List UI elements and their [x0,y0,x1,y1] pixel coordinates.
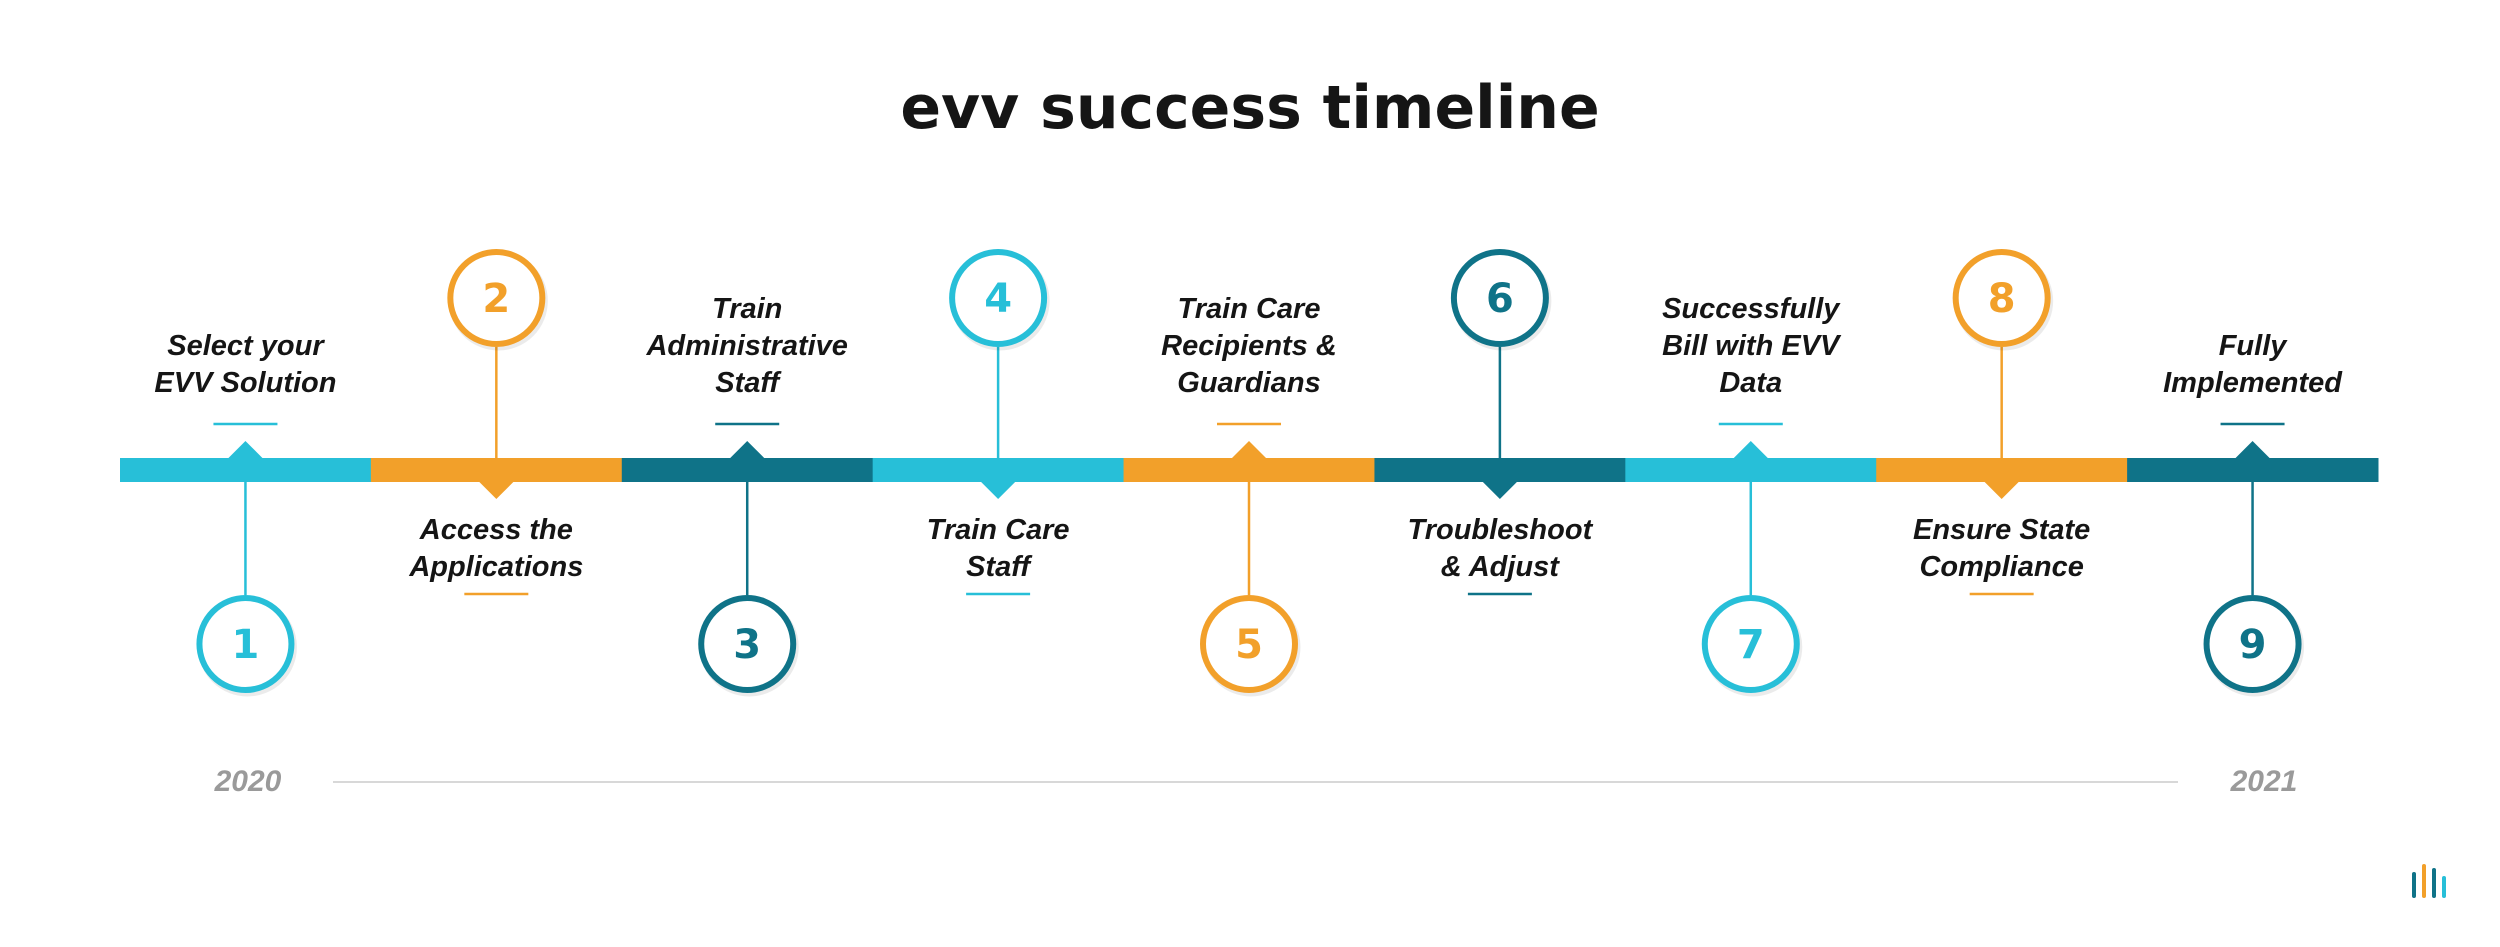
step-marker-7 [1701,595,1800,693]
timeline-segment-7 [1625,458,1877,482]
timeline-segment-9 [2127,458,2379,482]
year-start-label: 2020 [214,765,282,798]
step-label-line: Select your [167,330,324,362]
timeline-segment-8 [1876,458,2128,482]
step-label-line: Guardians [1177,367,1321,399]
timeline-pointer-4 [981,482,1016,499]
timeline-pointer-6 [1482,482,1517,499]
step-label-line: Access the [419,514,573,546]
timeline-pointer-5 [1232,441,1266,458]
step-label-line: Administrative [646,330,848,362]
step-marker-6 [1450,249,1549,347]
step-number-5: 5 [1235,622,1263,668]
step-marker-1 [196,595,295,693]
logo-bar [2442,876,2446,898]
step-number-8: 8 [1988,276,2016,322]
step-label-line: Recipients & [1161,330,1337,362]
step-label-line: Compliance [1919,551,2084,583]
step-label-line: Implemented [2163,367,2342,399]
step-label-line: & Adjust [1440,551,1559,583]
timeline-pointer-9 [2235,441,2270,458]
timeline-segment-1 [120,458,372,482]
step-label-line: Train Care [1177,293,1321,325]
step-number-1: 1 [232,622,260,668]
step-label-line: Staff [715,367,780,399]
step-label-line: Train [712,293,783,325]
page-title: evv success timeline [900,73,1600,143]
timeline-segment-4 [872,458,1125,482]
step-marker-2 [447,249,546,347]
step-label-line: Data [1719,367,1783,399]
step-label-line: Bill with EVV [1662,330,1840,362]
timeline-pointer-1 [228,441,263,458]
timeline-segment-3 [621,458,874,482]
step-marker-8 [1952,249,2051,347]
timeline-segment-5 [1123,458,1375,482]
step-marker-3 [698,595,797,693]
step-number-9: 9 [2239,622,2267,668]
timeline-pointer-2 [479,482,514,499]
timeline-pointer-8 [1984,482,2019,499]
logo-bar [2422,864,2426,898]
step-label-line: Ensure State [1913,514,2091,546]
step-number-6: 6 [1486,276,1514,322]
step-label-line: Troubleshoot [1407,514,1593,546]
step-label-line: Successfully [1662,293,1840,325]
step-label-line: Fully [2218,330,2287,362]
step-label-6: Troubleshoot & Adjust [1380,512,1620,586]
step-marker-5 [1200,595,1298,693]
logo-bar [2412,872,2416,898]
step-number-7: 7 [1737,622,1765,668]
timeline-pointer-7 [1733,441,1768,458]
step-label-line: Train Care [926,514,1070,546]
step-label-line: Staff [966,551,1031,583]
step-marker-4 [949,249,1048,347]
timeline-segment-6 [1374,458,1626,482]
step-label-line: EVV Solution [154,367,337,399]
timeline-pointer-3 [730,441,765,458]
step-label-line: Applications [409,551,584,583]
step-number-2: 2 [482,276,510,322]
logo-bar [2432,868,2436,898]
step-marker-9 [2203,595,2302,693]
step-number-4: 4 [984,276,1012,322]
brand-logo-icon [2412,864,2446,898]
timeline-segment-2 [370,458,623,482]
step-number-3: 3 [733,622,761,668]
year-end-label: 2021 [2230,765,2298,798]
